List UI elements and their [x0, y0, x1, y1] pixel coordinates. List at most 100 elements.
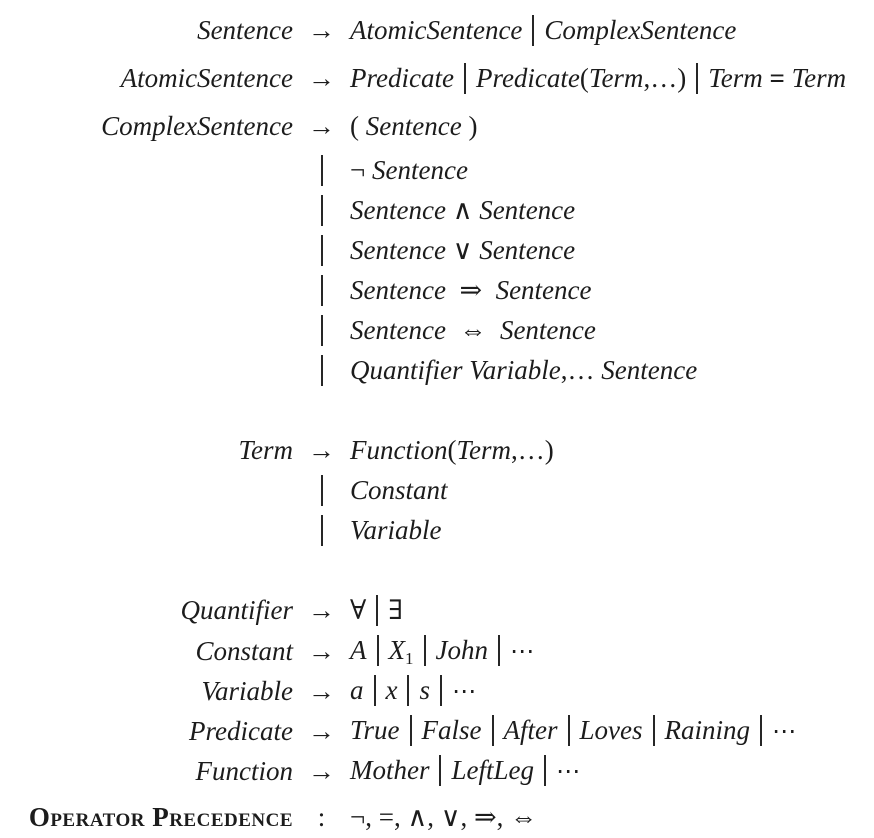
terminal-symbol: ¬, =, ∧, ∨, ⇒, ⇔ [350, 802, 538, 832]
continuation-bar [293, 190, 350, 230]
rule-lhs-nonterminal: AtomicSentence [120, 63, 293, 93]
grammar-rule-row: ¬ Sentence [0, 150, 874, 190]
nonterminal-symbol: Term [708, 63, 763, 93]
alternative-bar [532, 15, 535, 47]
grammar-rule-row: Variable [0, 510, 874, 550]
alternative-bar [760, 715, 763, 747]
nonterminal-symbol: a [350, 675, 364, 705]
grammar-rule-row: ComplexSentence → ( Sentence ) [0, 102, 874, 150]
terminal-symbol: ∀ [350, 595, 367, 625]
continuation-bar [293, 470, 350, 510]
rule-rhs-production: Function(Term,…) [350, 430, 874, 470]
alternative-bar [320, 315, 323, 347]
grammar-rule-row: Constant [0, 470, 874, 510]
nonterminal-symbol: A [350, 635, 367, 665]
grammar-rule-row: Quantifier→∀∃ [0, 590, 874, 630]
rewrite-arrow-icon: → [308, 435, 335, 465]
nonterminal-symbol: After [503, 715, 558, 745]
nonterminal-symbol: Predicate [475, 63, 580, 93]
cdots-ellipsis: ⋯ [556, 757, 581, 785]
rule-lhs-nonterminal: ComplexSentence [101, 111, 293, 141]
terminal-symbol: ( [447, 435, 457, 465]
nonterminal-symbol: Sentence [350, 275, 446, 305]
rule-rhs-production: ¬, =, ∧, ∨, ⇒, ⇔ [350, 797, 874, 837]
alternative-bar [320, 355, 323, 387]
alternative-bar [440, 675, 442, 707]
alternative-bar [407, 675, 410, 707]
rule-rhs-production: Variable [350, 510, 874, 550]
rewrite-arrow-icon: → [308, 715, 335, 746]
alternative-bar [567, 715, 570, 747]
rule-lhs-nonterminal: Term [238, 435, 293, 465]
nonterminal-symbol: John [435, 635, 488, 665]
alternative-bar [373, 675, 376, 707]
grammar-rule-row: Operator Precedence: ¬, =, ∧, ∨, ⇒, ⇔ [0, 797, 874, 837]
nonterminal-symbol: True [350, 715, 400, 745]
alternative-bar [423, 635, 426, 667]
nonterminal-symbol: LeftLeg [451, 755, 534, 785]
terminal-symbol: ( [579, 63, 589, 93]
nonterminal-symbol: x [385, 675, 398, 705]
alternative-bar [376, 595, 379, 627]
nonterminal-symbol: Variable [350, 515, 442, 545]
terminal-symbol: ,…) [643, 63, 687, 93]
nonterminal-symbol: Term [791, 63, 847, 93]
terminal-symbol: ⇒ [445, 275, 496, 305]
terminal-symbol: ⇔ [445, 315, 500, 345]
alternative-bar [409, 715, 412, 747]
rule-rhs-production: Constant [350, 470, 874, 510]
rule-lhs-nonterminal: Constant [195, 635, 293, 666]
precedence-colon: : [317, 802, 326, 832]
rule-lhs-nonterminal: Sentence [197, 15, 293, 45]
nonterminal-symbol: Sentence [371, 155, 468, 185]
rule-rhs-production: Sentence ∧ Sentence [350, 190, 874, 230]
rewrite-arrow-icon: → [308, 111, 335, 141]
equality-symbol: = [762, 63, 792, 93]
terminal-symbol: ∨ [445, 235, 480, 265]
terminal-symbol: ( [350, 111, 366, 141]
nonterminal-symbol: Sentence [350, 235, 446, 265]
rule-rhs-production: Sentence ⇔ Sentence [350, 310, 874, 350]
continuation-bar [293, 270, 350, 310]
nonterminal-symbol: Sentence [365, 111, 462, 141]
alternative-bar [320, 515, 323, 547]
nonterminal-symbol: Sentence [350, 195, 446, 225]
alternative-bar [497, 635, 500, 667]
rule-lhs-nonterminal: Operator Precedence [28, 802, 293, 832]
alternative-bar [652, 715, 655, 747]
subscript: 1 [405, 649, 414, 668]
rule-rhs-production: ( Sentence ) [350, 102, 874, 150]
rule-rhs-production: ¬ Sentence [350, 150, 874, 190]
continuation-bar [293, 510, 350, 550]
alternative-bar [491, 715, 494, 747]
rule-lhs-nonterminal: Quantifier [180, 595, 294, 625]
alternative-bar [320, 475, 323, 507]
rewrite-arrow-icon: → [308, 675, 335, 706]
alternative-bar [439, 755, 442, 787]
alternative-bar [463, 63, 466, 95]
nonterminal-symbol: Raining [664, 715, 751, 745]
terminal-symbol: ,… [560, 355, 602, 385]
nonterminal-symbol: Sentence [499, 315, 596, 345]
nonterminal-symbol: Term [456, 435, 512, 465]
nonterminal-symbol: Sentence [479, 235, 576, 265]
cdots-ellipsis: ⋯ [772, 717, 798, 745]
nonterminal-symbol: Sentence [495, 275, 592, 305]
rule-lhs-nonterminal: Predicate [189, 715, 293, 746]
grammar-rule-row: Quantifier Variable,… Sentence [0, 350, 874, 390]
rule-rhs-production: Sentence ⇒ Sentence [350, 270, 874, 310]
rule-lhs-nonterminal: Function [195, 755, 293, 786]
rule-rhs-production: Quantifier Variable,… Sentence [350, 350, 874, 390]
nonterminal-with-subscript: X1 [388, 635, 414, 668]
alternative-bar [696, 63, 699, 95]
grammar-rule-row: Sentence ∨ Sentence [0, 230, 874, 270]
nonterminal-symbol: Constant [350, 475, 448, 505]
